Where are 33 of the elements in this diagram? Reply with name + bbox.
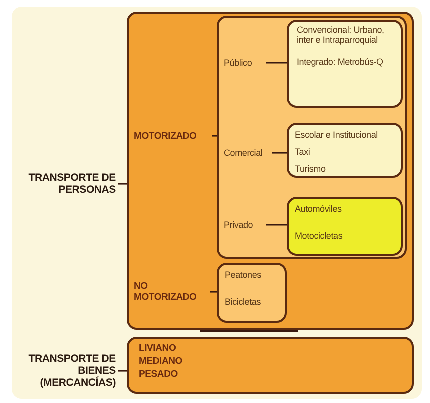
category-label: Público [224, 58, 254, 68]
category-label: NO MOTORIZADO [134, 281, 198, 303]
category-box [217, 263, 287, 323]
category-label: Comercial [224, 148, 264, 158]
category-label: TRANSPORTE DE PERSONAS [28, 172, 116, 196]
connector-line [118, 370, 127, 372]
connector-line [212, 135, 217, 137]
connector-line [266, 224, 287, 226]
category-box [287, 197, 403, 256]
connector-line [210, 291, 217, 293]
list-item: Peatones [225, 270, 262, 281]
connector-line [118, 183, 127, 185]
list-item: Automóviles [295, 204, 343, 215]
list-item: MEDIANO [139, 356, 184, 367]
category-box [127, 337, 414, 394]
list-item: Motocicletas [295, 231, 344, 242]
category-box [287, 123, 403, 178]
connector-line [272, 152, 287, 154]
connector-line [266, 62, 287, 64]
category-box [287, 20, 403, 108]
list-item: Escolar e Institucional [295, 130, 379, 141]
list-item: PESADO [139, 369, 179, 380]
category-label: Privado [224, 220, 254, 230]
group-box [127, 12, 414, 330]
list-item: Bicicletas [225, 297, 262, 308]
list-item: Convencional: Urbano, inter e Intraparroquial [297, 25, 386, 45]
list-item: Taxi [295, 147, 312, 158]
list-item: Turismo [295, 164, 327, 175]
group-box [217, 16, 407, 259]
list-item: LIVIANO [139, 343, 178, 354]
category-label: MOTORIZADO [134, 130, 198, 142]
category-label: TRANSPORTE DE BIENES (MERCANCÍAS) [28, 353, 116, 389]
list-item: Integrado: Metrobús-Q [297, 57, 384, 67]
